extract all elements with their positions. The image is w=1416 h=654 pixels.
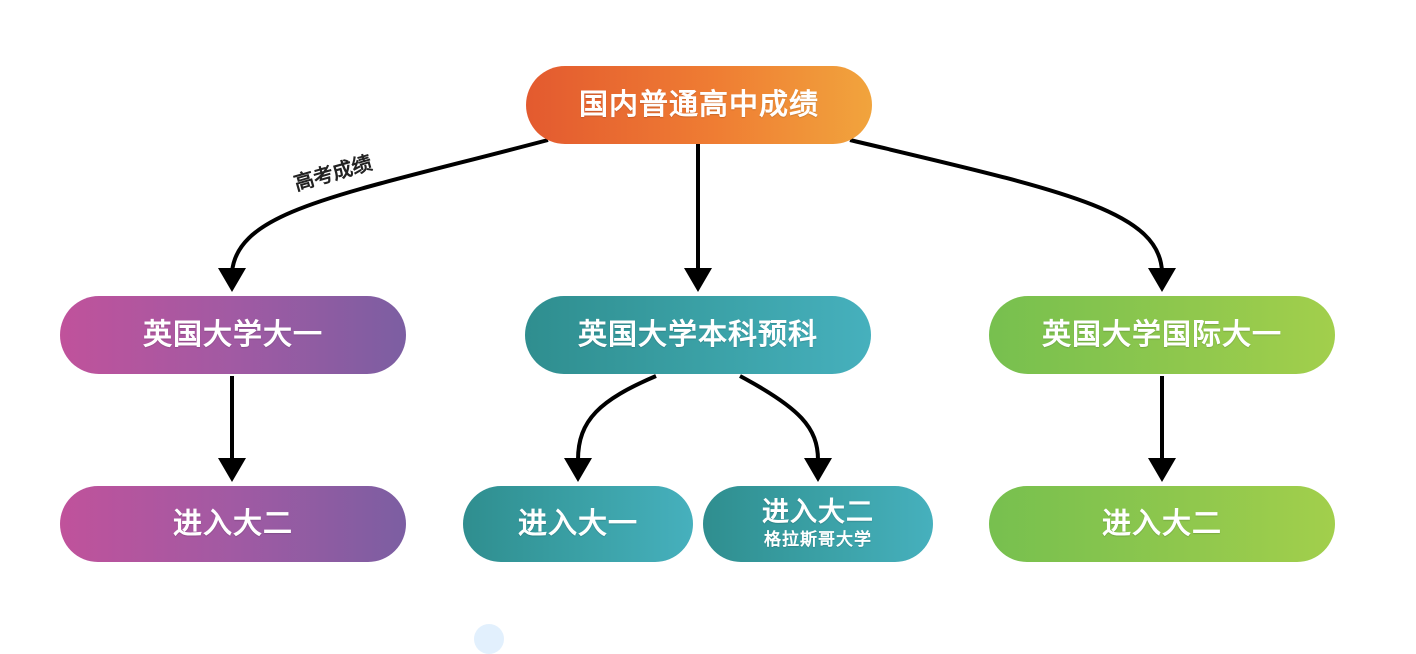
node-label: 进入大一 [517,506,638,541]
node-uk-university-year1: 英国大学大一 [60,296,406,374]
node-sublabel: 格拉斯哥大学 [764,529,872,550]
arrowhead [804,458,832,482]
node-uk-foundation: 英国大学本科预科 [525,296,871,374]
arrowhead [1148,458,1176,482]
flowchart-canvas: 高考成绩 国内普通高中成绩 英国大学大一 英国大学本科预科 英国大学国际大一 进… [60,66,1335,654]
node-enter-year1: 进入大一 [463,486,693,562]
node-uk-international-year1: 英国大学国际大一 [989,296,1335,374]
node-label: 英国大学本科预科 [577,317,818,352]
node-enter-year2: 进入大二 [60,486,406,562]
node-label: 进入大二 [1101,506,1222,541]
node-label: 进入大二 [172,506,293,541]
node-label: 英国大学大一 [142,317,323,352]
arrowhead [684,268,712,292]
node-enter-year2-glasgow: 进入大二 格拉斯哥大学 [703,486,933,562]
node-label: 国内普通高中成绩 [578,87,819,122]
node-domestic-high-school-grades: 国内普通高中成绩 [526,66,872,144]
node-enter-year2: 进入大二 [989,486,1335,562]
connector-layer [218,138,1176,482]
arrowhead [1148,268,1176,292]
connector-foundation-to-glasgow [739,374,820,461]
connector-root-to-intl-year1 [849,138,1164,273]
decorative-dot [474,624,504,654]
arrowhead [218,458,246,482]
connector-foundation-to-year1 [576,374,657,461]
connector-root-to-uk-year1 [230,138,549,273]
arrowhead [564,458,592,482]
node-label: 英国大学国际大一 [1041,317,1282,352]
node-label: 进入大二 [762,496,874,528]
arrowhead [218,268,246,292]
